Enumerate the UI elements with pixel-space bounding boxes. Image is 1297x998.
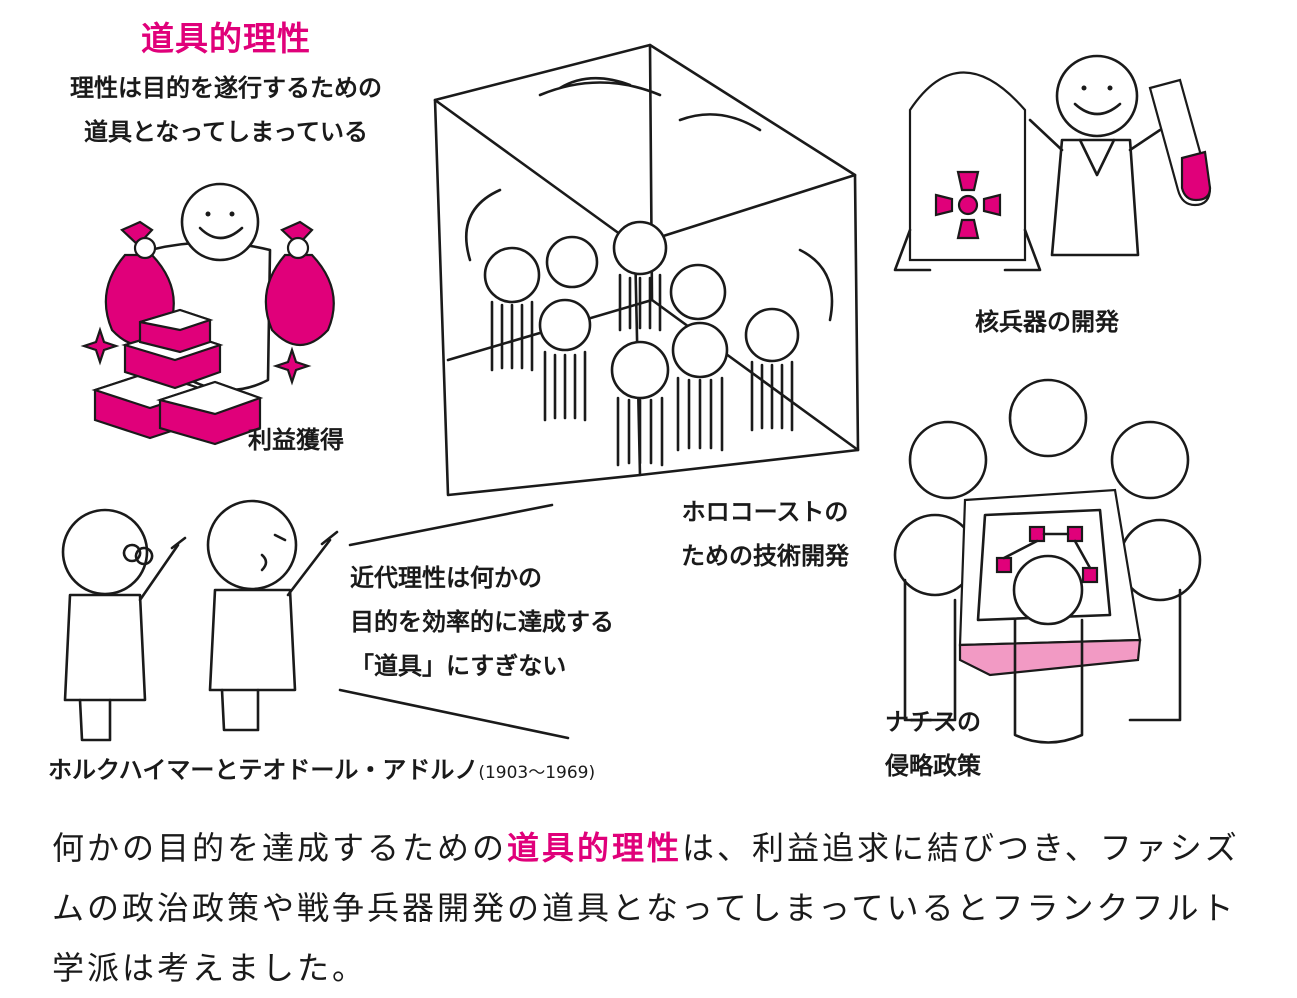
leader-line-bottom <box>338 688 570 740</box>
holocaust-illustration <box>433 43 860 497</box>
sparkle-left-icon <box>80 326 120 366</box>
label-nazi-line-1: ナチスの <box>885 708 981 736</box>
label-modern-reason-line-3: 「道具」にすぎない <box>350 652 567 680</box>
subtitle-line-1: 理性は目的を遂行するための <box>70 74 382 102</box>
profit-illustration <box>80 182 335 446</box>
label-nuclear: 核兵器の開発 <box>975 308 1119 336</box>
radiation-icon <box>934 170 1002 240</box>
philosophers-names: ホルクハイマーとテオドール・アドルノ <box>48 756 479 784</box>
test-tube-icon <box>1148 78 1212 207</box>
caption-highlight: 道具的理性 <box>507 829 683 867</box>
label-modern-reason-line-2: 目的を効率的に達成する <box>350 608 614 636</box>
subtitle-line-2: 道具となってしまっている <box>84 118 368 146</box>
diagram-subtitle: 理性は目的を遂行するための 道具となってしまっている <box>0 66 452 154</box>
caption-paragraph: 何かの目的を達成するための道具的理性は、利益追求に結びつき、ファシズムの政治政策… <box>0 818 1297 998</box>
diagram-title: 道具的理性 <box>141 19 311 58</box>
label-nazi: ナチスの 侵略政策 <box>868 700 998 788</box>
label-holocaust-line-2: ための技術開発 <box>681 542 849 570</box>
caption-after: は、利益追求に結びつき、ファシズムの政治政策や戦争兵器開発の道具となってしまって… <box>52 829 1240 987</box>
label-profit: 利益獲得 <box>248 426 344 454</box>
philosophers-years: (1903〜1969) <box>478 763 596 783</box>
caption-before: 何かの目的を達成するための <box>52 829 508 867</box>
sparkle-right-icon <box>272 346 312 386</box>
map-markers <box>995 525 1099 584</box>
label-holocaust: ホロコーストの ための技術開発 <box>660 490 870 578</box>
label-modern-reason-line-1: 近代理性は何かの <box>350 564 542 592</box>
nuclear-illustration <box>893 54 1212 272</box>
label-modern-reason: 近代理性は何かの 目的を効率的に達成する 「道具」にすぎない <box>350 556 614 688</box>
money-bag-right-icon <box>264 220 335 346</box>
leader-line-top <box>348 503 554 547</box>
illustration-canvas <box>61 43 1212 744</box>
label-philosophers: ホルクハイマーとテオドール・アドルノ(1903〜1969) <box>48 748 595 795</box>
label-holocaust-line-1: ホロコーストの <box>681 498 849 526</box>
nazi-illustration <box>893 378 1202 744</box>
label-nazi-line-2: 侵略政策 <box>885 752 981 780</box>
scientist-head <box>1055 54 1139 138</box>
philosophers-illustration <box>61 499 339 742</box>
profit-figure-head <box>180 182 260 262</box>
money-blocks-icon <box>91 308 264 446</box>
prisoner-figures <box>483 220 800 467</box>
